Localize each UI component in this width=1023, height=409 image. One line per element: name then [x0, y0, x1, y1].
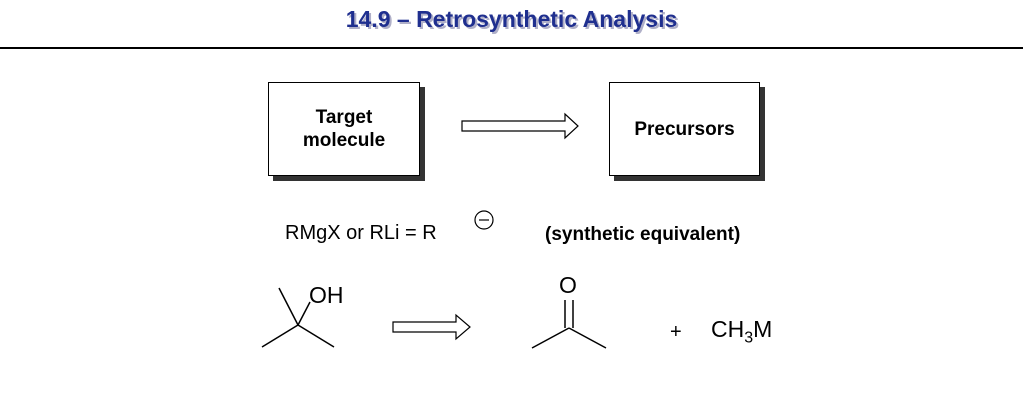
target-box-line2: molecule [302, 130, 386, 151]
ketone-structure [531, 300, 607, 349]
reagent-metal: M [753, 316, 773, 342]
plus-sign: + [670, 321, 682, 343]
equivalence-text: RMgX or RLi = R [285, 222, 437, 244]
retrosynthetic-arrow-top [461, 112, 579, 140]
target-box-line1: Target [315, 107, 373, 128]
page-title: 14.9 – Retrosynthetic Analysis [345, 6, 678, 32]
methyl-metal-reagent: CH3M [711, 316, 772, 348]
synthetic-equivalent-note: (synthetic equivalent) [545, 224, 741, 245]
precursors-label: Precursors [634, 118, 735, 140]
precursors-box: Precursors [609, 82, 760, 176]
reagent-ch: CH [711, 316, 745, 342]
title-divider [0, 47, 1023, 49]
retrosynthetic-arrow-bottom [392, 313, 471, 341]
reagent-subscript: 3 [744, 329, 754, 347]
carbonyl-oxygen-label: O [559, 272, 577, 298]
target-molecule-box: Target molecule [268, 82, 420, 176]
tertiary-alcohol-structure [261, 287, 335, 348]
negative-charge-icon [474, 210, 494, 230]
hydroxyl-label: OH [309, 282, 344, 308]
